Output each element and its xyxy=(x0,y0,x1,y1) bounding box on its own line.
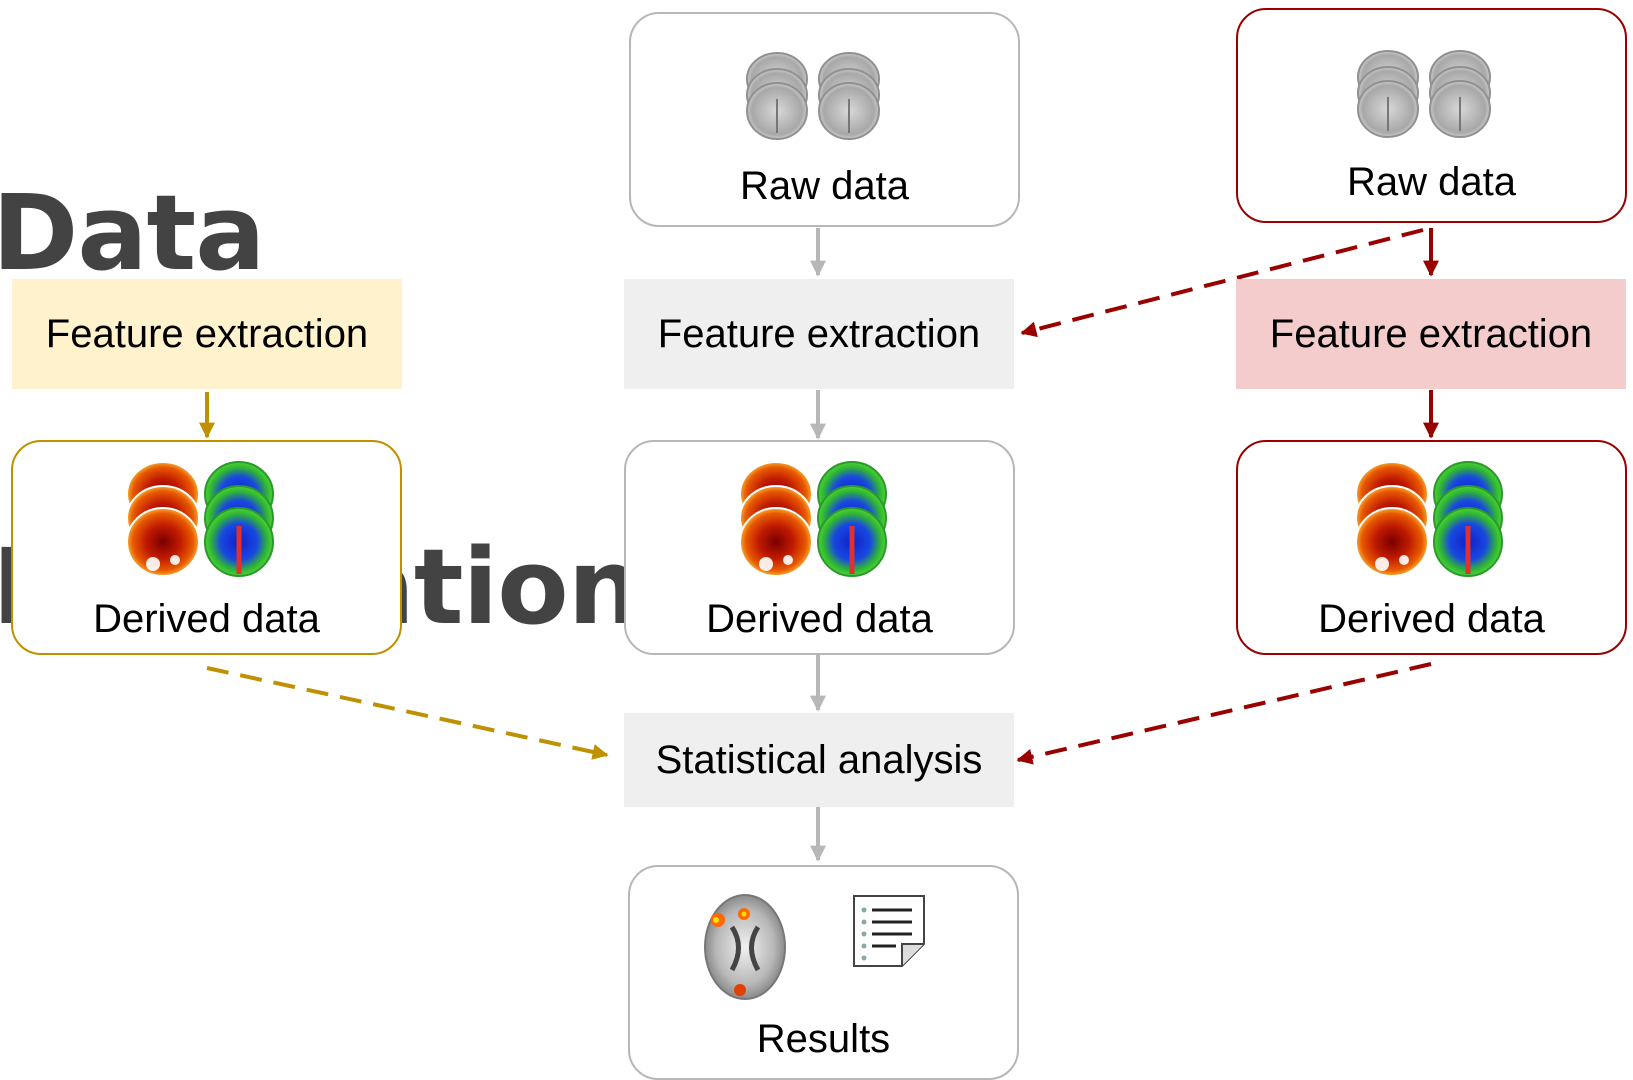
center-raw-data-box: Raw data xyxy=(629,12,1020,227)
right-derived-data-label: Derived data xyxy=(1318,597,1545,641)
center-raw-data-label: Raw data xyxy=(740,164,909,208)
statistical-analysis: Statistical analysis xyxy=(624,713,1014,807)
title-line-1: Data xyxy=(0,172,265,294)
raw-brain-icon xyxy=(741,44,901,154)
statistical-analysis-label: Statistical analysis xyxy=(655,737,983,782)
results-box: Results xyxy=(628,865,1019,1080)
right-raw-data-label: Raw data xyxy=(1347,160,1516,204)
derived-brain-icon xyxy=(1352,460,1512,590)
left-feature-extraction-label: Feature extraction xyxy=(45,311,369,356)
arrow-right-raw-to-center-feature xyxy=(1020,228,1424,338)
right-derived-data-box: Derived data xyxy=(1236,440,1627,655)
brain-activation-icon xyxy=(704,894,786,1000)
arrow-right-derived-to-stats xyxy=(1016,662,1432,765)
arrow-left-derived-to-stats xyxy=(206,666,609,760)
right-feature-extraction: Feature extraction xyxy=(1236,279,1626,389)
center-feature-extraction-label: Feature extraction xyxy=(657,311,981,356)
derived-brain-icon xyxy=(123,460,283,590)
right-feature-extraction-label: Feature extraction xyxy=(1269,311,1593,356)
left-derived-data-box: Derived data xyxy=(11,440,402,655)
report-document-icon xyxy=(853,895,925,967)
derived-brain-icon xyxy=(736,460,896,590)
results-label: Results xyxy=(756,1017,891,1061)
raw-brain-icon xyxy=(1352,42,1512,152)
center-feature-extraction: Feature extraction xyxy=(624,279,1014,389)
left-derived-data-label: Derived data xyxy=(93,597,320,641)
center-derived-data-box: Derived data xyxy=(624,440,1015,655)
right-raw-data-box: Raw data xyxy=(1236,8,1627,223)
left-feature-extraction: Feature extraction xyxy=(12,279,402,389)
center-derived-data-label: Derived data xyxy=(706,597,933,641)
